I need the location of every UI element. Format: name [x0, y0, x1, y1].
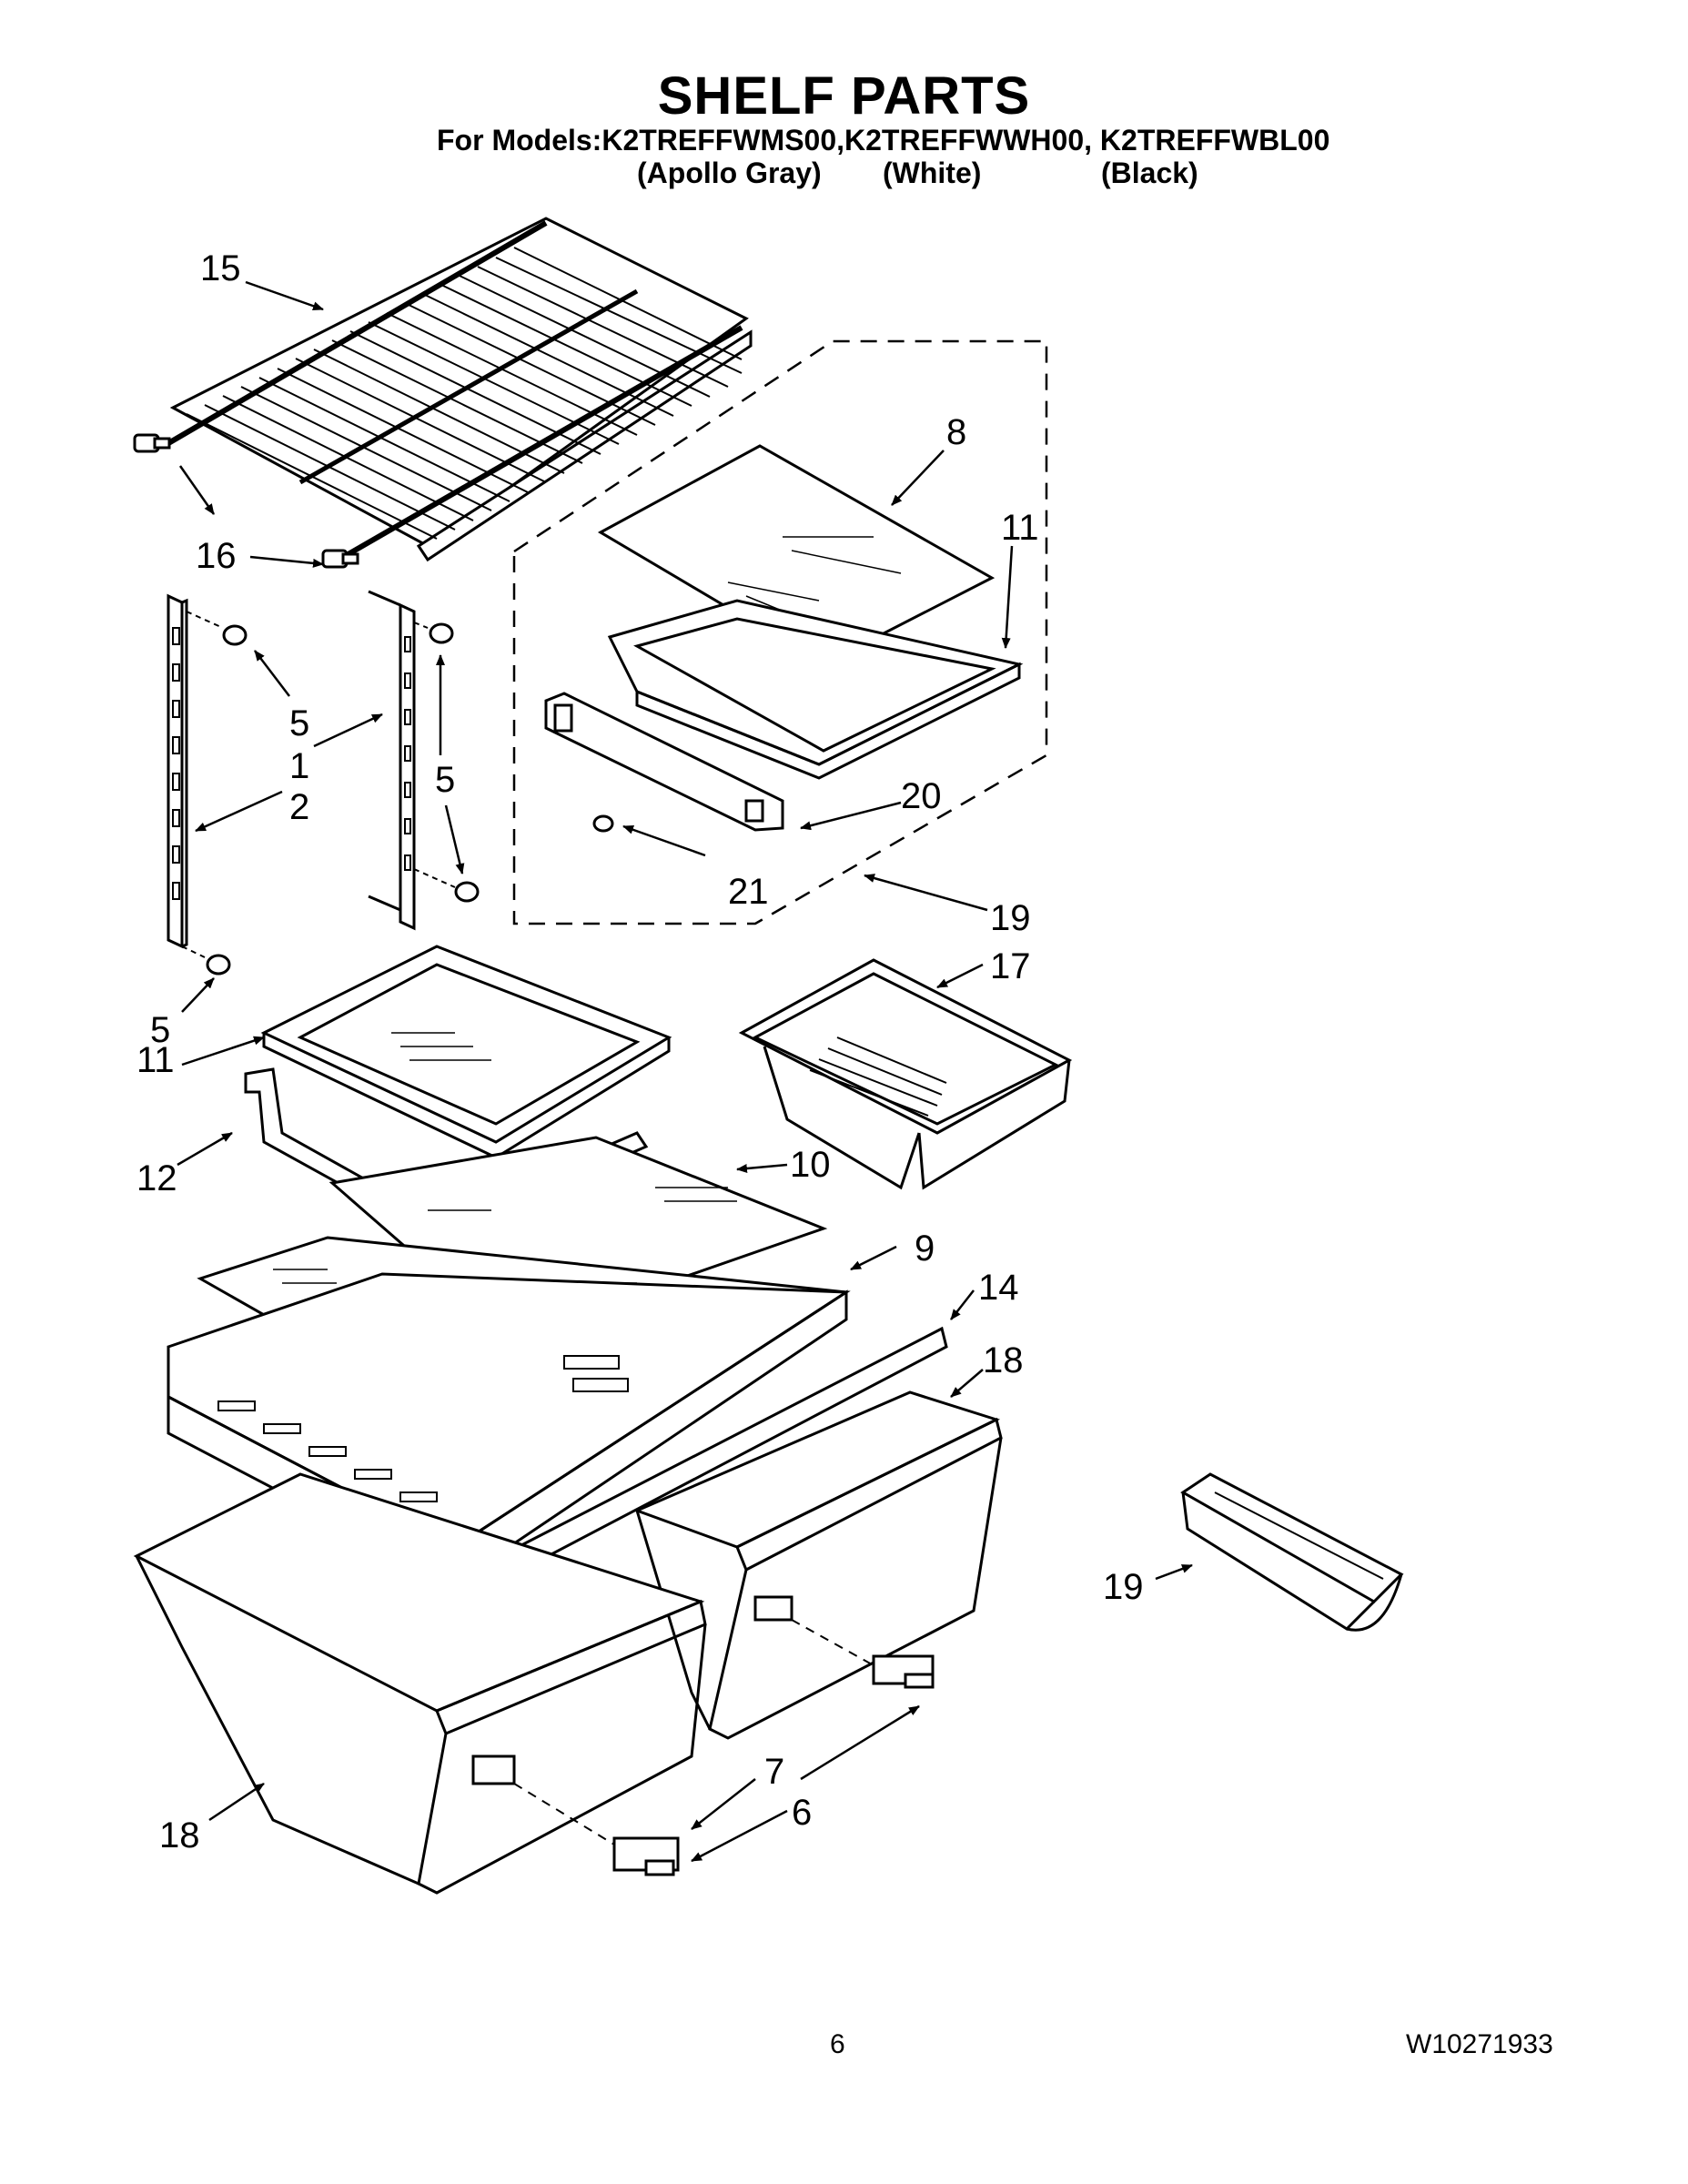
shelf-ladder-part	[167, 590, 416, 949]
callout-16: 16	[196, 536, 237, 576]
shelf-bracket-part	[544, 692, 784, 832]
wire-shelf-part	[162, 217, 753, 569]
screw-part	[181, 611, 614, 976]
callout-15: 15	[200, 248, 241, 288]
callout-1: 1	[289, 746, 309, 786]
callout-11: 11	[136, 1040, 175, 1080]
callout-5: 5	[150, 1010, 170, 1050]
page-title: SHELF PARTS	[657, 66, 1031, 126]
callout-8: 8	[946, 412, 966, 452]
cantilever-shelf-part	[260, 945, 672, 1159]
callout-18: 18	[159, 1815, 200, 1855]
variant-apollo-gray: (Apollo Gray)	[637, 157, 822, 189]
variant-black: (Black)	[1101, 157, 1198, 189]
callout-11: 11	[1001, 508, 1039, 548]
callout-17: 17	[990, 946, 1031, 986]
callout-labels: 15 16 5 1 2 5 5 8 11 20 21 19 17 11 12 1…	[136, 248, 1144, 1855]
drawer-trim-part	[1180, 1472, 1404, 1632]
meat-pan-part	[738, 958, 1073, 1190]
callout-12: 12	[136, 1158, 177, 1198]
callout-19: 19	[1103, 1567, 1144, 1607]
models-line: For Models:K2TREFFWMS00,K2TREFFWWH00, K2…	[437, 124, 1330, 157]
callout-14: 14	[978, 1268, 1019, 1308]
drawer-clip-part	[513, 1619, 935, 1876]
document-number: W10271933	[1406, 2029, 1553, 2059]
variant-white: (White)	[883, 157, 982, 189]
callout-9: 9	[915, 1228, 935, 1269]
callout-19: 19	[990, 898, 1031, 938]
callout-7: 7	[764, 1752, 784, 1792]
crisper-drawer-part	[632, 1390, 1003, 1740]
crisper-drawer-part	[133, 1472, 707, 1895]
callout-18: 18	[983, 1340, 1024, 1380]
callout-10: 10	[790, 1145, 831, 1185]
shelf-kit-boundary	[512, 339, 1048, 925]
page-number: 6	[830, 2029, 845, 2059]
callout-5: 5	[435, 760, 455, 800]
callout-20: 20	[901, 776, 942, 816]
callout-2: 2	[289, 787, 309, 827]
callout-6: 6	[792, 1793, 812, 1833]
callout-5: 5	[289, 703, 309, 743]
shelf-stud-part	[133, 433, 359, 569]
glass-rail-part	[244, 1067, 649, 1239]
shelf-frame-part	[607, 599, 1024, 780]
callout-21: 21	[728, 872, 769, 912]
callout-leaders	[177, 280, 1193, 1863]
